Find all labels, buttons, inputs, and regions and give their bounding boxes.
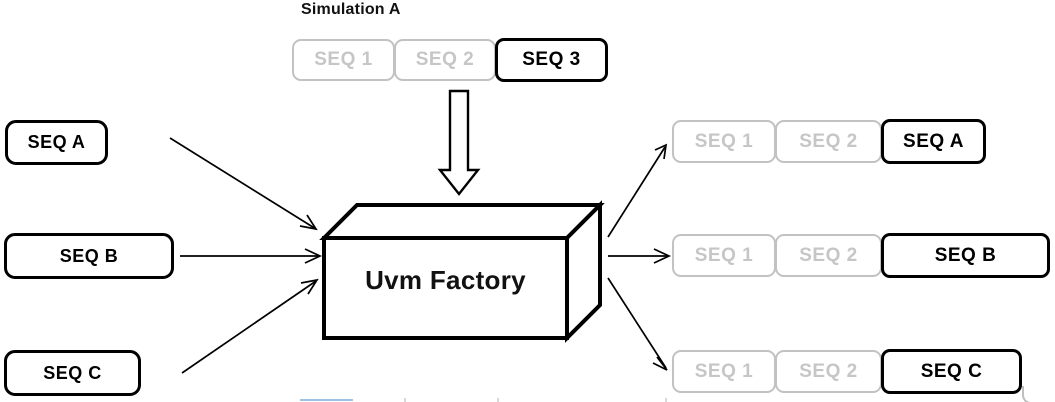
- sim-seq-3[interactable]: SEQ 3: [495, 38, 608, 82]
- output-c-seq-1[interactable]: SEQ 1: [672, 350, 776, 393]
- arrow-factory-to-output-c: [607, 277, 668, 371]
- sim-seq-2[interactable]: SEQ 2: [394, 39, 496, 81]
- bottom-artifact-tick-2: [497, 398, 499, 402]
- sim-seq-1[interactable]: SEQ 1: [292, 39, 395, 81]
- uvm-factory-box[interactable]: [319, 200, 605, 343]
- output-b-seq-b[interactable]: SEQ B: [881, 233, 1050, 278]
- factory-top-face: [319, 203, 605, 240]
- bottom-artifact-tick-3: [665, 398, 667, 402]
- output-a-seq-a[interactable]: SEQ A: [881, 119, 986, 164]
- output-c-seq-2[interactable]: SEQ 2: [775, 350, 882, 393]
- output-b-seq-1[interactable]: SEQ 1: [672, 234, 776, 277]
- arrow-seq-c-to-factory: [181, 278, 319, 374]
- bottom-artifact-curve: [1022, 386, 1044, 402]
- down-block-arrow-icon: [437, 89, 481, 196]
- arrow-factory-to-output-a: [607, 143, 668, 238]
- arrow-factory-to-output-b: [608, 248, 672, 264]
- source-box-seq-a[interactable]: SEQ A: [5, 120, 108, 165]
- arrow-seq-b-to-factory: [180, 248, 323, 264]
- output-b-seq-2[interactable]: SEQ 2: [775, 234, 882, 277]
- simulation-title: Simulation A: [301, 1, 401, 18]
- output-a-seq-1[interactable]: SEQ 1: [672, 120, 776, 163]
- factory-front-face: [322, 236, 569, 340]
- bottom-artifact-underline: [300, 399, 353, 401]
- output-c-seq-c[interactable]: SEQ C: [881, 349, 1022, 394]
- source-box-seq-b[interactable]: SEQ B: [4, 233, 174, 279]
- output-a-seq-2[interactable]: SEQ 2: [775, 120, 882, 163]
- arrow-seq-a-to-factory: [169, 137, 318, 231]
- source-box-seq-c[interactable]: SEQ C: [4, 350, 141, 396]
- bottom-artifact-tick-1: [404, 398, 406, 402]
